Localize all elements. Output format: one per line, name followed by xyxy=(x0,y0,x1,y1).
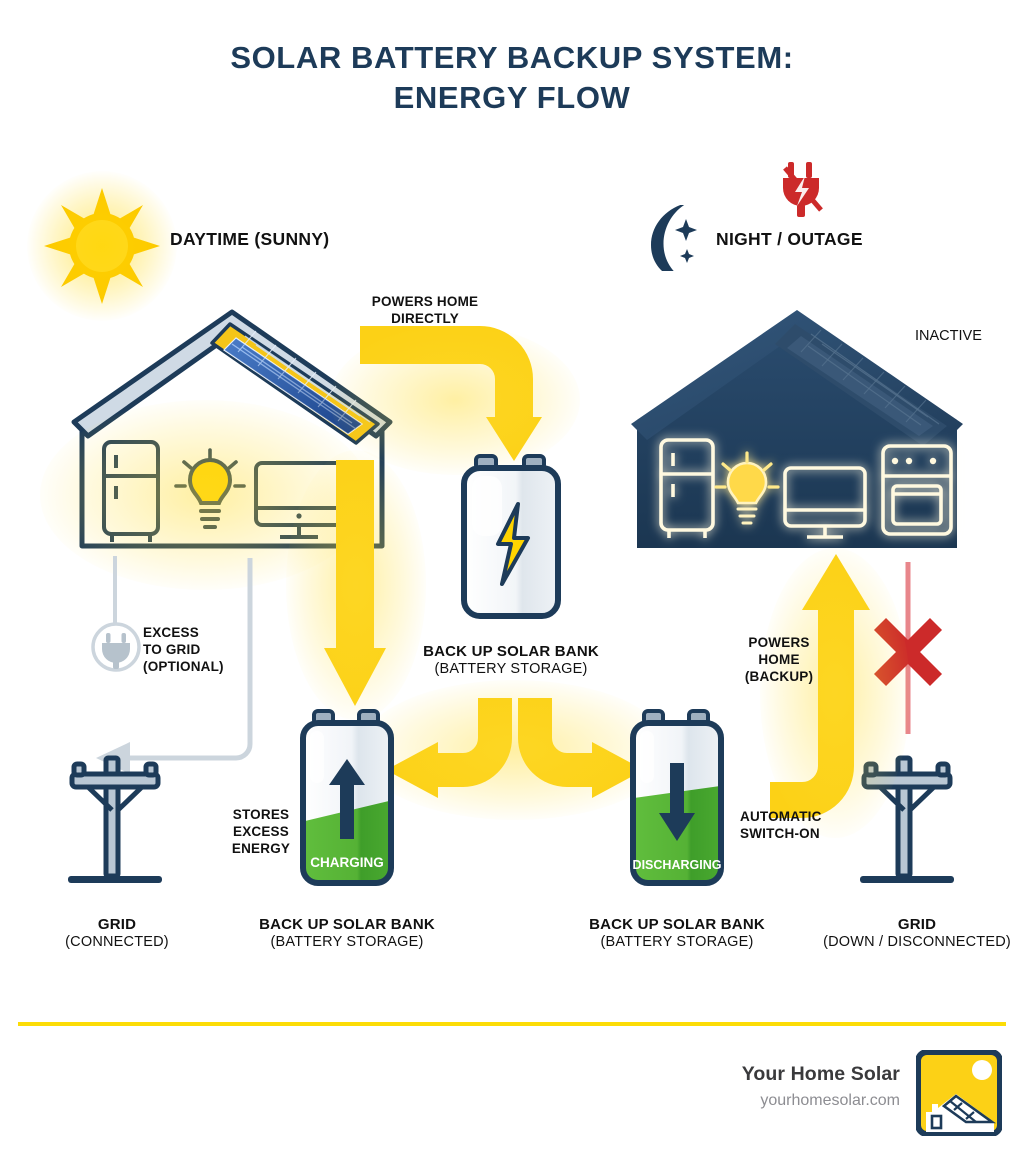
night-outage-header: NIGHT / OUTAGE xyxy=(716,229,863,249)
discharging-state-text: DISCHARGING xyxy=(633,858,722,872)
excess-to-grid-label: EXCESS TO GRID (OPTIONAL) xyxy=(143,625,224,674)
discharging-battery-caption: BACK UP SOLAR BANK (BATTERY STORAGE) xyxy=(589,916,765,951)
grid-connected-caption: GRID (CONNECTED) xyxy=(65,916,169,951)
charging-battery-caption: BACK UP SOLAR BANK (BATTERY STORAGE) xyxy=(259,916,435,951)
arrows-battery-split xyxy=(360,680,670,820)
powers-home-directly-label: POWERS HOME DIRECTLY xyxy=(371,294,479,326)
grid-pole-disconnected-icon xyxy=(850,752,964,892)
plug-disconnected-icon xyxy=(775,160,827,218)
moon-and-stars-icon xyxy=(630,202,702,282)
automatic-switch-on-label: AUTOMATIC SWITCH-ON xyxy=(740,809,822,841)
footer-divider xyxy=(18,1022,1006,1026)
grid-pole-connected-icon xyxy=(58,752,172,892)
panel-inactive-label: INACTIVE xyxy=(915,328,982,344)
title-line-1: SOLAR BATTERY BACKUP SYSTEM: xyxy=(230,40,794,75)
page-title: SOLAR BATTERY BACKUP SYSTEM: ENERGY FLOW xyxy=(0,38,1024,119)
house-solar-logo-icon xyxy=(915,1049,1003,1137)
arrow-powers-home-directly xyxy=(330,325,580,475)
brand-url[interactable]: yourhomesolar.com xyxy=(760,1092,900,1109)
night-house xyxy=(625,300,970,550)
brand-name: Your Home Solar xyxy=(741,1063,900,1085)
powers-home-backup-label: POWERS HOME (BACKUP) xyxy=(744,635,814,684)
red-x-icon xyxy=(868,558,948,758)
daytime-header: DAYTIME (SUNNY) xyxy=(170,229,330,249)
discharging-battery-icon: DISCHARGING xyxy=(627,707,727,889)
plug-in-circle-icon xyxy=(89,620,143,674)
charging-state-text: CHARGING xyxy=(310,855,384,870)
charging-battery-icon: CHARGING xyxy=(297,707,397,889)
title-line-2: ENERGY FLOW xyxy=(393,80,631,116)
center-battery-caption: BACK UP SOLAR BANK (BATTERY STORAGE) xyxy=(423,643,599,678)
grid-disconnected-caption: GRID (DOWN / DISCONNECTED) xyxy=(823,916,1011,951)
stores-excess-energy-label: STORES EXCESS ENERGY xyxy=(231,807,291,856)
sun-icon xyxy=(27,171,177,321)
center-battery-bolt-icon xyxy=(458,452,564,622)
